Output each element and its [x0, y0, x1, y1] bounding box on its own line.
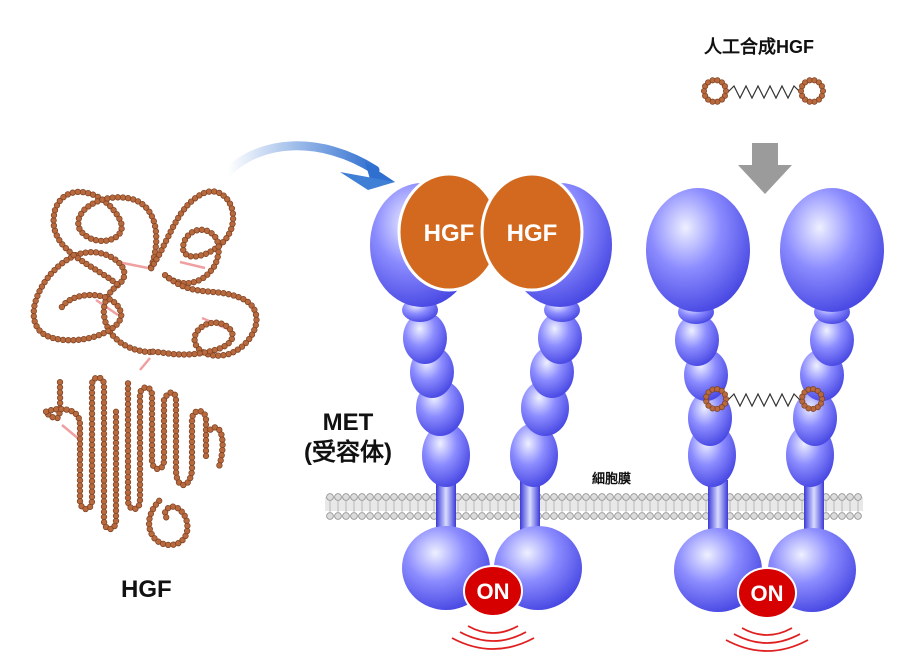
svg-text:HGF: HGF [424, 220, 475, 247]
signal-waves-icon [451, 625, 535, 650]
svg-text:HGF: HGF [507, 220, 558, 247]
svg-text:ON: ON [751, 581, 784, 606]
bound-synthetic-hgf [703, 386, 826, 412]
met-receptor-right-pair: ON [646, 188, 884, 652]
met-receptor-label: MET (受容体) [284, 408, 412, 468]
cell-membrane-label: 細胞膜 [592, 471, 632, 486]
hgf-label: HGF [121, 576, 172, 603]
met-label-line1: MET [322, 409, 374, 436]
bound-hgf-left: HGF [397, 172, 501, 292]
on-signal-left: ON [463, 565, 523, 617]
hgf-bead-chain [30, 188, 260, 549]
svg-text:ON: ON [477, 579, 510, 604]
cell-membrane [325, 493, 863, 520]
met-receptor-left-pair: HGF HGF ON [370, 172, 612, 650]
signal-waves-icon [725, 627, 809, 652]
down-arrow-icon [738, 143, 792, 194]
curved-arrow-icon [223, 141, 395, 190]
bound-hgf-right: HGF [480, 172, 584, 292]
native-hgf-molecule [30, 188, 260, 549]
synthetic-hgf-label: 人工合成HGF [704, 37, 814, 57]
free-synthetic-hgf [700, 77, 827, 105]
met-label-line2: (受容体) [304, 439, 392, 466]
on-signal-right: ON [737, 567, 797, 619]
